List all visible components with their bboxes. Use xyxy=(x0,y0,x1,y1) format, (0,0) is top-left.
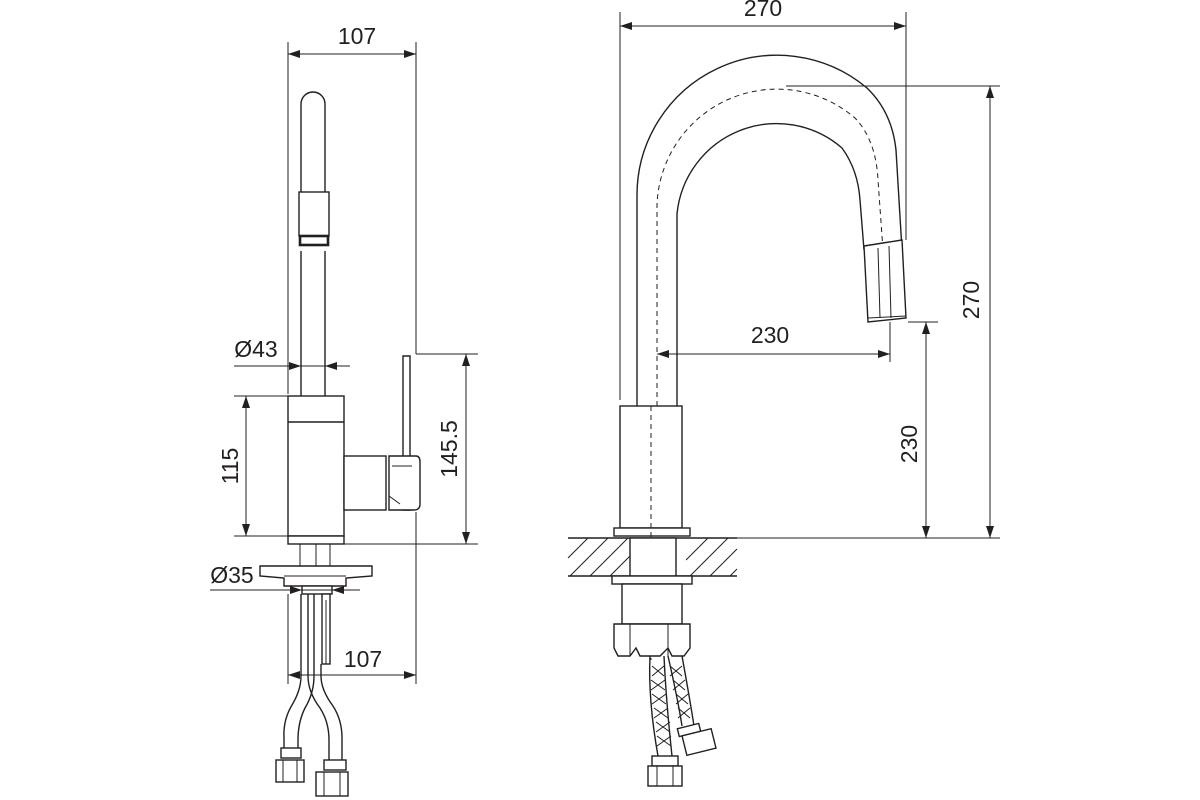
front-gooseneck xyxy=(636,54,903,406)
dim-base-diameter: Ø35 xyxy=(210,562,360,594)
dim-lever-height-label: 145.5 xyxy=(436,420,462,478)
countertop-hatching xyxy=(567,537,738,577)
dim-reach-total-label: 270 xyxy=(744,0,782,21)
front-mounting xyxy=(613,583,717,787)
dim-height-total-label: 270 xyxy=(958,281,984,319)
side-lever xyxy=(388,355,421,511)
dim-base-diameter-label: Ø35 xyxy=(210,562,253,588)
dim-reach-outlet: 230 xyxy=(657,322,891,362)
front-spray-head xyxy=(863,239,907,323)
dim-reach-total: 270 xyxy=(619,0,907,400)
side-base-plate xyxy=(259,565,373,587)
side-view: 107 Ø43 115 145.5 xyxy=(210,23,478,797)
front-view: 270 270 230 230 xyxy=(567,0,1000,787)
dim-width-bottom: 107 xyxy=(287,512,417,684)
hose-braid xyxy=(650,665,691,747)
dim-width-bottom-label: 107 xyxy=(344,646,382,672)
side-mounting xyxy=(275,585,349,797)
side-spout xyxy=(298,91,330,396)
dim-width-top: 107 xyxy=(287,23,417,394)
side-body xyxy=(287,395,387,566)
front-countertop xyxy=(567,537,738,585)
dim-body-height-label: 115 xyxy=(217,448,243,485)
dim-spout-diameter: Ø43 xyxy=(234,336,350,370)
dim-height-total: 270 xyxy=(737,85,1000,539)
dim-height-outlet: 230 xyxy=(896,321,938,538)
dim-body-height: 115 xyxy=(217,395,288,537)
dim-spout-diameter-label: Ø43 xyxy=(234,336,277,362)
dim-height-outlet-label: 230 xyxy=(896,425,922,463)
front-body xyxy=(613,405,691,660)
dim-lever-height: 145.5 xyxy=(344,353,478,545)
dim-width-top-label: 107 xyxy=(338,23,376,49)
dim-reach-outlet-label: 230 xyxy=(751,322,789,348)
